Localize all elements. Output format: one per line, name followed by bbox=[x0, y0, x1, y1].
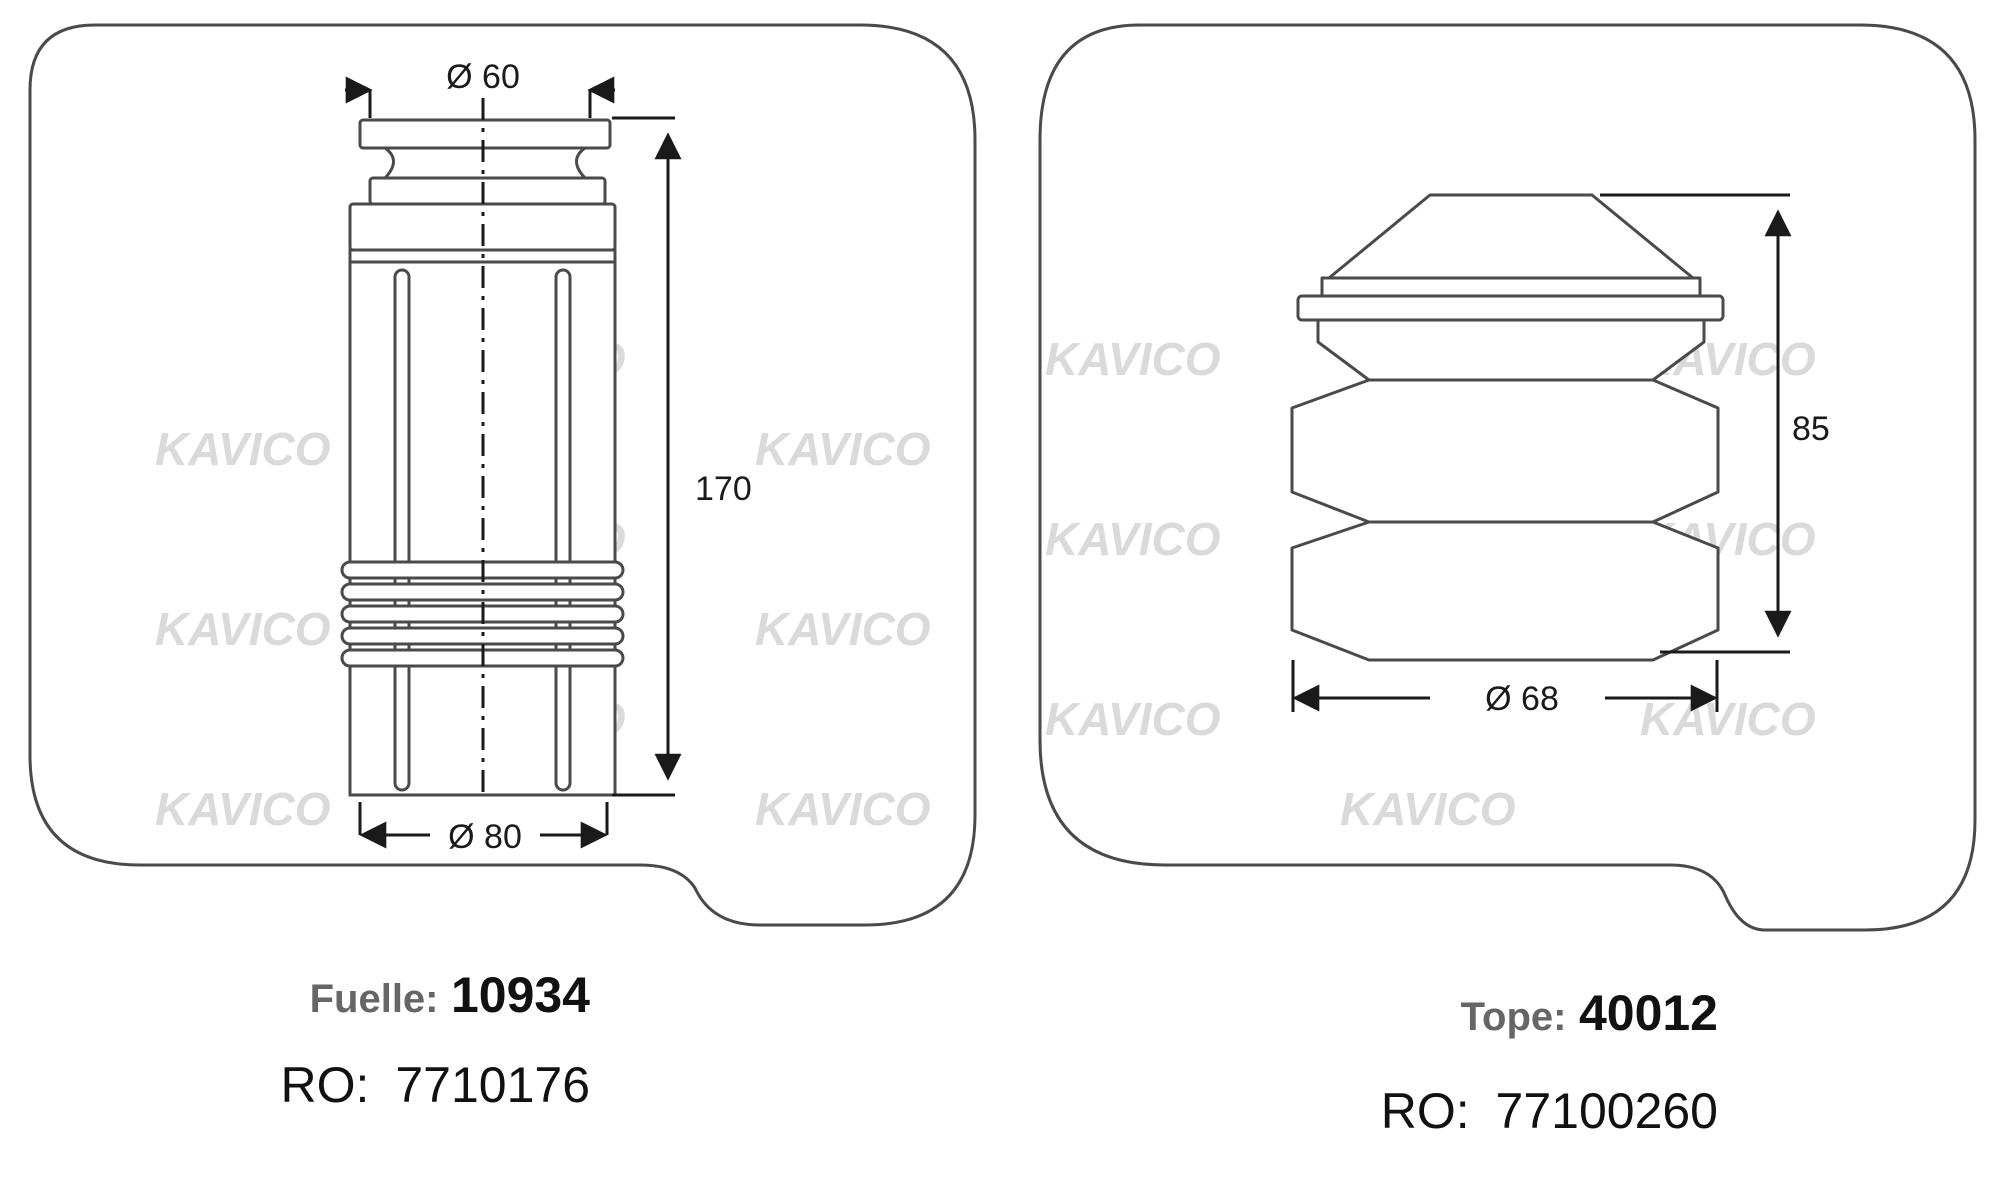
ro-label: RO: bbox=[281, 1057, 370, 1113]
watermark-logo: KAVICO bbox=[155, 603, 331, 655]
watermark-logo: KAVICO bbox=[1045, 333, 1221, 385]
watermark-logo: KAVICO bbox=[755, 783, 931, 835]
ro-line: RO: 7710176 bbox=[281, 1057, 590, 1113]
panel-bellows: Ø 60 170 Ø 80 Fuelle: 10934 RO: 7710176 bbox=[28, 23, 977, 1113]
dimension-height bbox=[612, 116, 682, 797]
watermark-logo: KAVICO bbox=[1640, 693, 1816, 745]
part-label-line: Tope: 40012 bbox=[1461, 985, 1718, 1041]
watermark-logo: KAVICO bbox=[755, 603, 931, 655]
dimension-top-diameter bbox=[345, 76, 615, 118]
watermark-logo: KAVICO bbox=[1340, 783, 1516, 835]
part-type-label: Fuelle: bbox=[310, 977, 439, 1021]
watermark-logo: KAVICO bbox=[755, 423, 931, 475]
height-label: 85 bbox=[1792, 410, 1830, 448]
ro-line: RO: 77100260 bbox=[1381, 1083, 1718, 1139]
dimension-height bbox=[1600, 193, 1792, 654]
top-diameter-label: Ø 60 bbox=[446, 58, 520, 96]
part-type-label: Tope: bbox=[1461, 995, 1567, 1039]
watermark-logo: KAVICO bbox=[155, 783, 331, 835]
watermark-logo: KAVICO bbox=[1045, 693, 1221, 745]
watermark-logo: KAVICO bbox=[1045, 513, 1221, 565]
height-label: 170 bbox=[695, 470, 752, 508]
watermark-logo: KAVICO bbox=[155, 423, 331, 475]
dimension-diameter bbox=[1291, 660, 1719, 712]
part-number: 10934 bbox=[451, 967, 590, 1023]
panel-frame bbox=[28, 23, 977, 927]
ro-number: 77100260 bbox=[1496, 1083, 1718, 1139]
diameter-label: Ø 68 bbox=[1485, 680, 1559, 718]
panel-frame bbox=[1038, 23, 1977, 932]
ro-label: RO: bbox=[1381, 1083, 1470, 1139]
ro-number: 7710176 bbox=[395, 1057, 590, 1113]
bottom-diameter-label: Ø 80 bbox=[448, 818, 522, 856]
part-label-line: Fuelle: 10934 bbox=[310, 967, 591, 1023]
part-number: 40012 bbox=[1579, 985, 1718, 1041]
dimension-bottom-diameter bbox=[358, 802, 609, 849]
panel-bump-stop: 85 Ø 68 Tope: 40012 RO: 77100260 bbox=[1038, 23, 1977, 1139]
bump-stop-drawing bbox=[1290, 193, 1725, 662]
